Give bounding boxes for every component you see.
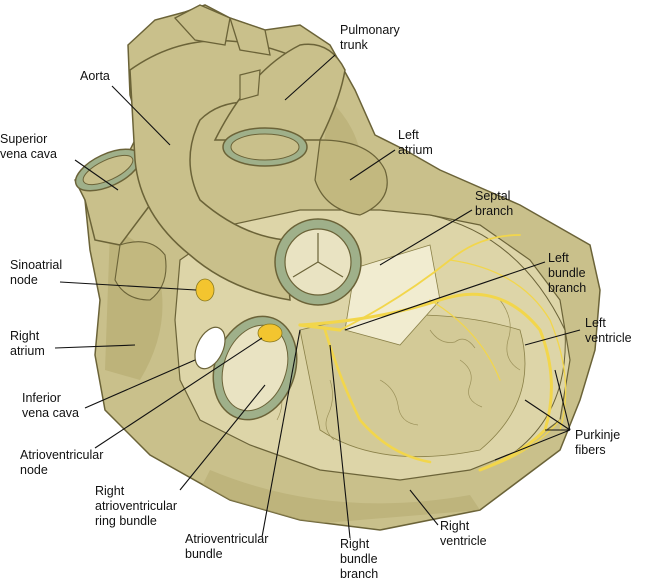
left-atrium-surface (314, 139, 388, 216)
sinoatrial-node (195, 278, 215, 302)
left-bundle-branch-path (298, 292, 553, 472)
label-aorta: Aorta (80, 69, 110, 83)
purkinje-fibers-path (429, 259, 567, 471)
leader-lines (54, 54, 581, 539)
right-atrium-appendage (114, 241, 167, 301)
right-bundle-branch-path (323, 328, 432, 464)
conduction-system (298, 234, 567, 472)
atrioventricular-node (257, 323, 283, 343)
aorta (129, 39, 322, 301)
inferior-vena-cava-opening (194, 326, 226, 370)
aortic-valve-cusps (292, 233, 344, 278)
septal-branch-path (339, 234, 521, 331)
